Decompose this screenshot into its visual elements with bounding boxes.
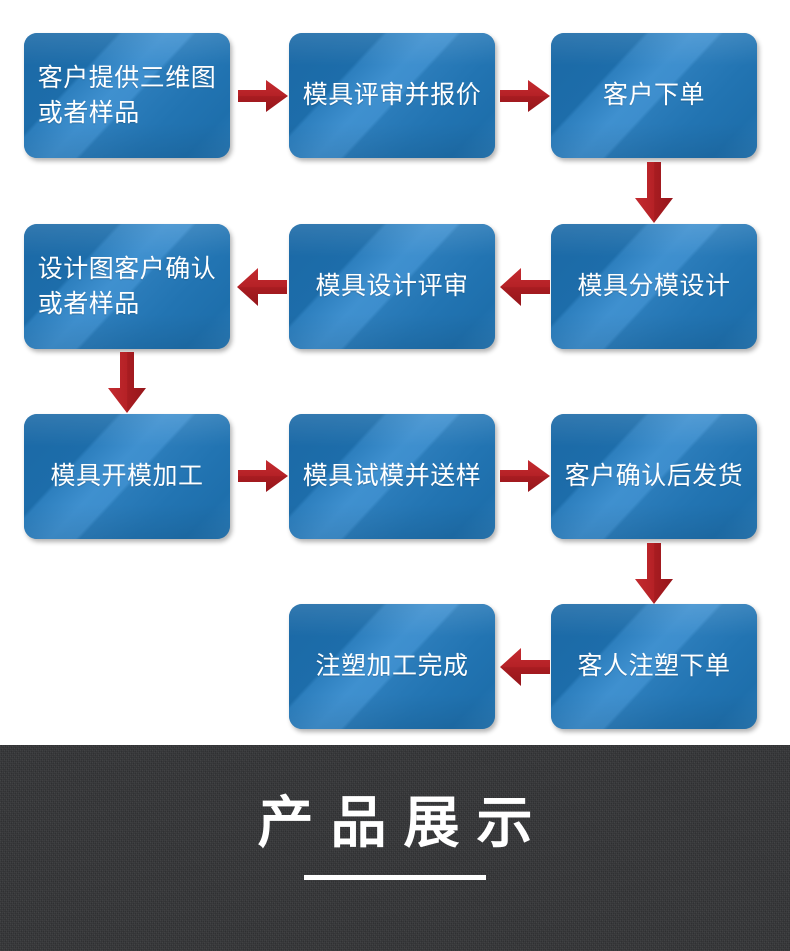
flow-node-label: 注塑加工完成 — [315, 651, 469, 681]
arrow-right-icon — [238, 80, 288, 112]
arrow-left-icon — [500, 268, 550, 306]
flow-node-label: 模具评审并报价 — [302, 80, 482, 110]
flow-node-n10[interactable]: 注塑加工完成 — [289, 604, 495, 729]
flow-node-label: 模具开模加工 — [50, 461, 204, 491]
flow-node-label: 模具设计评审 — [315, 271, 469, 301]
arrow-left-icon — [237, 268, 287, 306]
flow-node-n1[interactable]: 客户提供三维图 或者样品 — [24, 33, 230, 158]
flow-node-label: 设计图客户确认 或者样品 — [37, 254, 217, 318]
connector-arrow-left-a5 — [237, 267, 287, 307]
connector-arrow-down-a6 — [107, 352, 147, 414]
connector-arrow-left-a4 — [500, 267, 550, 307]
arrow-right-icon — [500, 80, 550, 112]
flow-node-n9[interactable]: 客户确认后发货 — [551, 414, 757, 539]
connector-arrow-right-a7 — [238, 459, 288, 493]
footer-title: 产品展示 — [257, 790, 550, 856]
flow-node-n6[interactable]: 模具分模设计 — [551, 224, 757, 349]
arrow-left-icon — [500, 648, 550, 686]
connector-arrow-right-a1 — [238, 79, 288, 113]
flow-node-label: 客户下单 — [602, 80, 705, 110]
flow-node-n7[interactable]: 模具开模加工 — [24, 414, 230, 539]
connector-arrow-right-a2 — [500, 79, 550, 113]
arrow-right-icon — [238, 460, 288, 492]
arrow-right-icon — [500, 460, 550, 492]
footer-divider — [304, 875, 486, 880]
connector-arrow-down-a9 — [634, 543, 674, 605]
flow-node-n2[interactable]: 模具评审并报价 — [289, 33, 495, 158]
arrow-down-icon — [108, 352, 146, 413]
flow-node-n4[interactable]: 设计图客户确认 或者样品 — [24, 224, 230, 349]
arrow-down-icon — [635, 162, 673, 223]
flow-node-n8[interactable]: 模具试模并送样 — [289, 414, 495, 539]
footer-content: 产品展示 — [0, 745, 790, 880]
connector-arrow-down-a3 — [634, 162, 674, 224]
flow-node-n11[interactable]: 客人注塑下单 — [551, 604, 757, 729]
flow-node-label: 客户提供三维图 或者样品 — [37, 63, 217, 127]
connector-arrow-left-a10 — [500, 647, 550, 687]
footer-noise-texture — [0, 745, 790, 951]
flow-node-label: 模具试模并送样 — [302, 461, 482, 491]
flow-node-label: 客人注塑下单 — [577, 651, 731, 681]
flow-node-label: 模具分模设计 — [577, 271, 731, 301]
arrow-down-icon — [635, 543, 673, 604]
footer-banner: 产品展示 — [0, 745, 790, 951]
flow-node-n3[interactable]: 客户下单 — [551, 33, 757, 158]
flow-node-label: 客户确认后发货 — [564, 461, 744, 491]
connector-arrow-right-a8 — [500, 459, 550, 493]
flow-node-n5[interactable]: 模具设计评审 — [289, 224, 495, 349]
